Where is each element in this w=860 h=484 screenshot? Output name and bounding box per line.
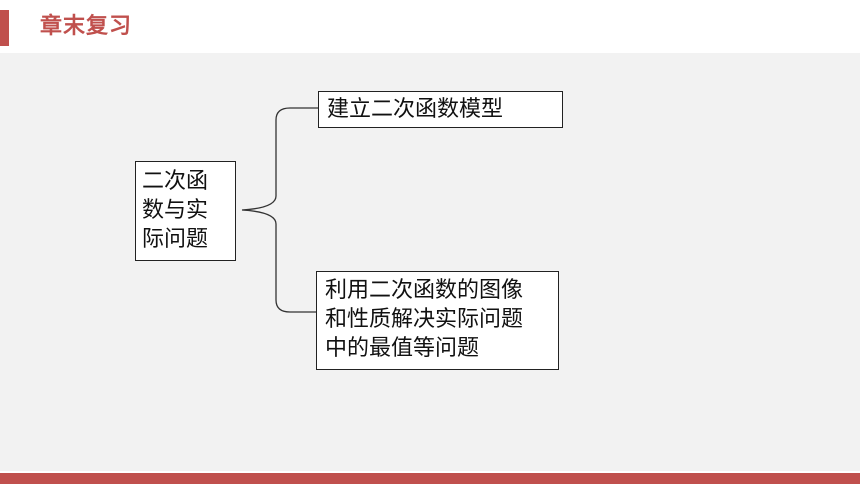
branch-node-model: 建立二次函数模型 <box>318 91 563 128</box>
branch-node-application: 利用二次函数的图像 和性质解决实际问题 中的最值等问题 <box>316 271 559 370</box>
root-node-line-3: 际问题 <box>142 227 209 252</box>
branch-node-application-line-2: 和性质解决实际问题 <box>325 307 524 332</box>
root-node-line-1: 二次函 <box>142 169 209 194</box>
branch-node-application-line-1: 利用二次函数的图像 <box>325 278 524 303</box>
branch-node-application-line-3: 中的最值等问题 <box>325 336 480 361</box>
slide-title: 章末复习 <box>40 14 133 39</box>
slide-header: 章末复习 <box>0 0 860 53</box>
root-node: 二次函 数与实 际问题 <box>135 161 236 261</box>
bottom-accent-bar <box>0 473 860 484</box>
root-node-line-2: 数与实 <box>142 198 209 223</box>
header-accent-bar <box>0 10 9 46</box>
branch-node-model-label: 建立二次函数模型 <box>327 97 504 122</box>
